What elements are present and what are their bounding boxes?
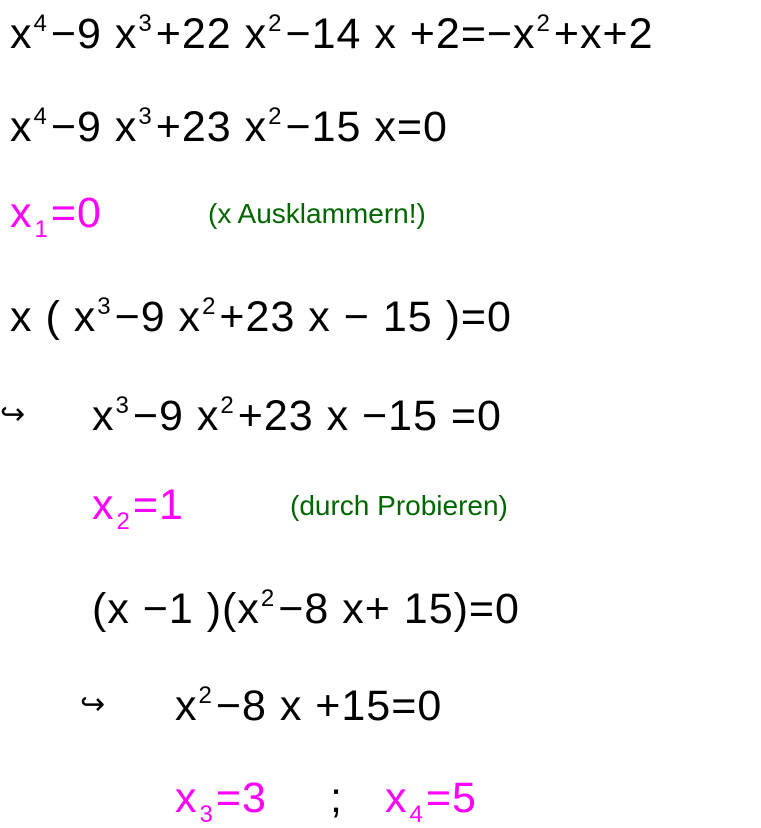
text-part: −15 x=0: [285, 103, 448, 151]
equation-factored: x ( x3−9 x2+23 x − 15 )=0: [10, 295, 512, 339]
text-part: x: [92, 481, 115, 529]
text-part: x: [10, 103, 33, 151]
exponent: 2: [268, 10, 283, 37]
exponent: 2: [268, 103, 283, 130]
text-part: −8 x +15=0: [215, 682, 443, 730]
subscript: 4: [409, 801, 424, 828]
equation-cubic: x3−9 x2+23 x −15 =0: [92, 394, 502, 438]
exponent: 2: [220, 392, 235, 419]
text-part: x: [92, 392, 115, 440]
exponent: 2: [198, 682, 213, 709]
text-part: −8 x+ 15)=0: [278, 585, 520, 633]
subscript: 2: [116, 508, 131, 535]
exponent: 3: [115, 392, 130, 419]
text-part: x: [10, 189, 33, 237]
exponent: 3: [138, 103, 153, 130]
exponent: 4: [33, 10, 48, 37]
text-part: −9 x: [114, 293, 202, 341]
text-part: x: [175, 682, 198, 730]
text-part: ↪: [0, 398, 27, 431]
exponent: 4: [33, 103, 48, 130]
text-part: +23 x: [155, 103, 268, 151]
text-part: +23 x − 15 )=0: [219, 293, 512, 341]
exponent: 2: [536, 10, 551, 37]
text-part: x ( x: [10, 293, 97, 341]
text-part: (durch Probieren): [290, 490, 508, 521]
separator: ;: [330, 777, 343, 820]
text-part: x: [10, 10, 33, 58]
text-part: +x+2: [553, 10, 654, 58]
equation-quadratic: x2−8 x +15=0: [175, 684, 442, 728]
note-factor-out: (x Ausklammern!): [208, 200, 426, 228]
text-part: −9 x: [132, 392, 220, 440]
text-part: +22 x: [155, 10, 268, 58]
text-part: (x Ausklammern!): [208, 198, 426, 229]
subscript: 3: [199, 801, 214, 828]
text-part: −9 x: [50, 103, 138, 151]
text-part: x: [175, 774, 198, 822]
text-part: =0: [50, 189, 102, 237]
text-part: −14 x +2=−x: [285, 10, 536, 58]
text-part: ;: [330, 774, 343, 822]
subscript: 1: [34, 216, 49, 243]
equation-factored-2: (x −1 )(x2−8 x+ 15)=0: [92, 587, 520, 631]
text-part: (x −1 )(x: [92, 585, 260, 633]
equation-original: x4−9 x3+22 x2−14 x +2=−x2+x+2: [10, 12, 654, 56]
text-part: =3: [215, 774, 267, 822]
exponent: 2: [202, 293, 217, 320]
exponent: 2: [260, 585, 276, 612]
text-part: −9 x: [50, 10, 138, 58]
text-part: =5: [425, 774, 477, 822]
arrow-icon: ↪: [80, 690, 106, 720]
text-part: +23 x −15 =0: [237, 392, 502, 440]
solution-x3: x3=3: [175, 777, 267, 827]
exponent: 3: [97, 293, 112, 320]
text-part: =1: [132, 481, 184, 529]
exponent: 3: [138, 10, 153, 37]
equation-rearranged: x4−9 x3+23 x2−15 x=0: [10, 105, 448, 149]
note-trial: (durch Probieren): [290, 492, 508, 520]
solution-x4: x4=5: [385, 777, 477, 827]
solution-x2: x2=1: [92, 484, 184, 534]
text-part: x: [385, 774, 408, 822]
arrow-icon: ↪: [0, 400, 26, 430]
text-part: ↪: [80, 688, 107, 721]
solution-x1: x1=0: [10, 192, 102, 242]
